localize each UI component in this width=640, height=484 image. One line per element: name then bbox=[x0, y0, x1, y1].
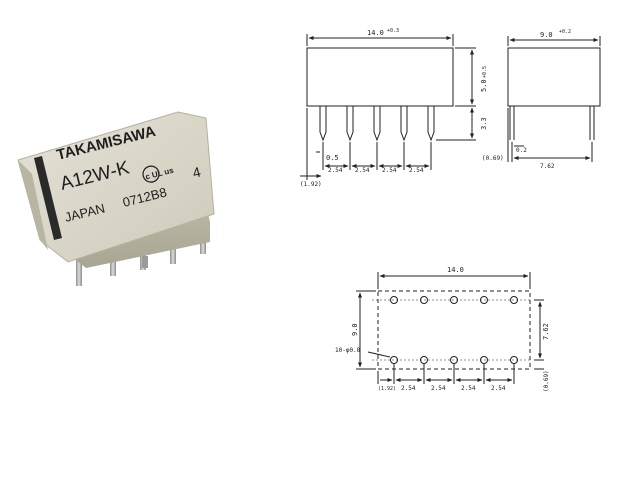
relay-side-face bbox=[18, 160, 48, 250]
footprint-offset-left-label: (1.92) bbox=[378, 386, 396, 392]
pin-hole bbox=[480, 296, 488, 304]
offset-label: (0.69) bbox=[482, 155, 504, 162]
ul-mark-circle bbox=[142, 165, 160, 183]
leader-hole-spec bbox=[367, 351, 391, 358]
pin-width-label: 0.5 bbox=[326, 154, 339, 162]
footprint-holes bbox=[390, 296, 518, 364]
end-view-body bbox=[507, 47, 601, 107]
offset-label: (1.92) bbox=[300, 181, 322, 188]
side-pin bbox=[427, 106, 435, 142]
side-view-labels: 14.0 +0.3 5.0 +0.5 3.3 0.5 2.54 2.54 2.5… bbox=[300, 28, 488, 188]
pin-hole bbox=[420, 296, 428, 304]
width-label: 9.0 bbox=[540, 31, 553, 39]
pin-thickness-label: 0.2 bbox=[516, 147, 527, 154]
length-label: 14.0 bbox=[367, 29, 384, 37]
footprint-drawing bbox=[356, 272, 544, 384]
pin-hole bbox=[390, 296, 398, 304]
footprint-pitch-label: 2.54 bbox=[431, 385, 446, 392]
pin-hole bbox=[450, 296, 458, 304]
footprint-width-label: 9.0 bbox=[351, 323, 359, 336]
footprint-labels: 14.0 9.0 7.62 (0.69) 10-φ0.8 (1.92) 2.54… bbox=[335, 266, 550, 392]
relay-marking-stripe bbox=[34, 156, 62, 240]
side-view-body bbox=[306, 47, 454, 107]
pin-hole bbox=[510, 356, 518, 364]
height-tol-label: +0.5 bbox=[482, 66, 488, 78]
footprint-pitch-label: 2.54 bbox=[401, 385, 416, 392]
end-view-labels: 9.0 +0.2 0.2 (0.69) 7.62 bbox=[482, 29, 571, 170]
length-tol-label: +0.3 bbox=[387, 28, 399, 34]
pitch-label: 2.54 bbox=[409, 167, 424, 174]
pin-hole bbox=[480, 356, 488, 364]
pitch-label: 2.54 bbox=[328, 167, 343, 174]
footprint-pitch-label: 2.54 bbox=[461, 385, 476, 392]
footprint-offset-right-label: (0.69) bbox=[543, 370, 550, 392]
hole-spec-label: 10-φ0.8 bbox=[335, 347, 361, 354]
footprint-row-spacing-label: 7.62 bbox=[542, 323, 550, 340]
pin-hole bbox=[450, 356, 458, 364]
side-pin bbox=[373, 106, 381, 142]
footprint-pitch-label: 2.54 bbox=[491, 385, 506, 392]
side-pin bbox=[319, 106, 327, 142]
height-label: 5.0 bbox=[480, 79, 488, 92]
side-pin bbox=[400, 106, 408, 142]
end-view-drawing bbox=[507, 36, 601, 162]
row-spacing-label: 7.62 bbox=[540, 163, 555, 170]
side-view-drawing bbox=[300, 34, 476, 180]
relay-photo: TAKAMISAWA A12W-K c UL us JAPAN 0712B8 4 bbox=[17, 111, 215, 286]
pin-hole bbox=[510, 296, 518, 304]
width-tol-label: +0.2 bbox=[559, 29, 571, 35]
footprint-length-label: 14.0 bbox=[447, 266, 464, 274]
pin-hole bbox=[420, 356, 428, 364]
side-pin bbox=[346, 106, 354, 142]
pitch-label: 2.54 bbox=[382, 167, 397, 174]
pin-length-label: 3.3 bbox=[480, 117, 488, 130]
side-view-pins bbox=[319, 106, 435, 142]
pin-hole bbox=[390, 356, 398, 364]
pitch-label: 2.54 bbox=[355, 167, 370, 174]
relay-pin bbox=[142, 256, 148, 268]
lot-suffix-text: 4 bbox=[191, 163, 203, 180]
footprint-outline bbox=[377, 290, 531, 370]
